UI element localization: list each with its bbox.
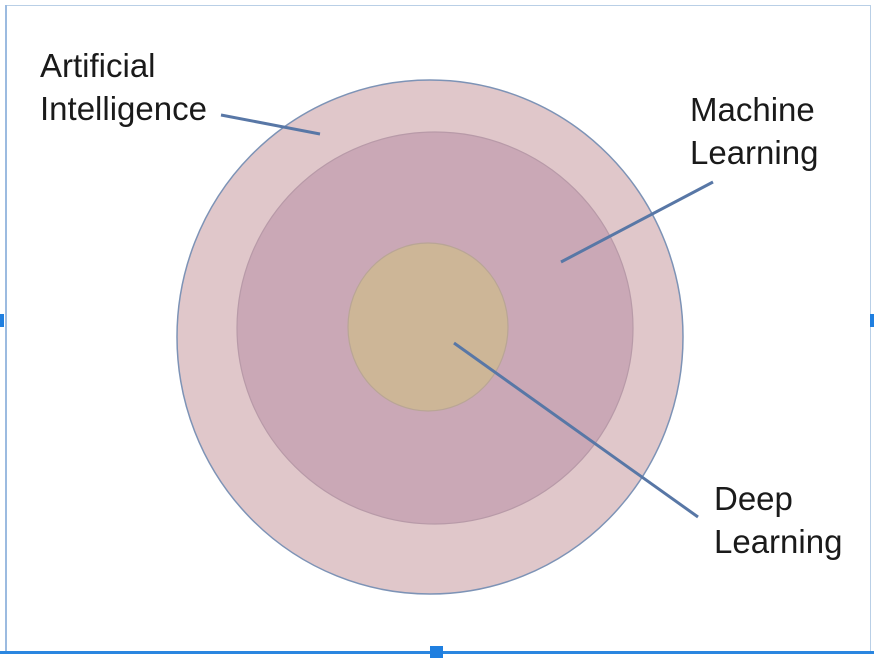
- ai-label-line2: Intelligence: [40, 90, 207, 127]
- resize-handle-right[interactable]: [870, 314, 874, 327]
- dl-circle: [347, 242, 509, 412]
- selection-frame-left-edge: [5, 5, 7, 653]
- ai-leader-line: [220, 113, 321, 136]
- dl-leader-line: [453, 341, 699, 519]
- resize-handle-left[interactable]: [0, 314, 4, 327]
- ml-label-line1: Machine: [690, 91, 815, 128]
- ml-leader-line: [560, 180, 714, 264]
- ai-label-line1: Artificial: [40, 47, 156, 84]
- dl-label-line1: Deep: [714, 480, 793, 517]
- resize-handle-bottom[interactable]: [430, 646, 443, 658]
- ml-label-line2: Learning: [690, 134, 818, 171]
- dl-label-line2: Learning: [714, 523, 842, 560]
